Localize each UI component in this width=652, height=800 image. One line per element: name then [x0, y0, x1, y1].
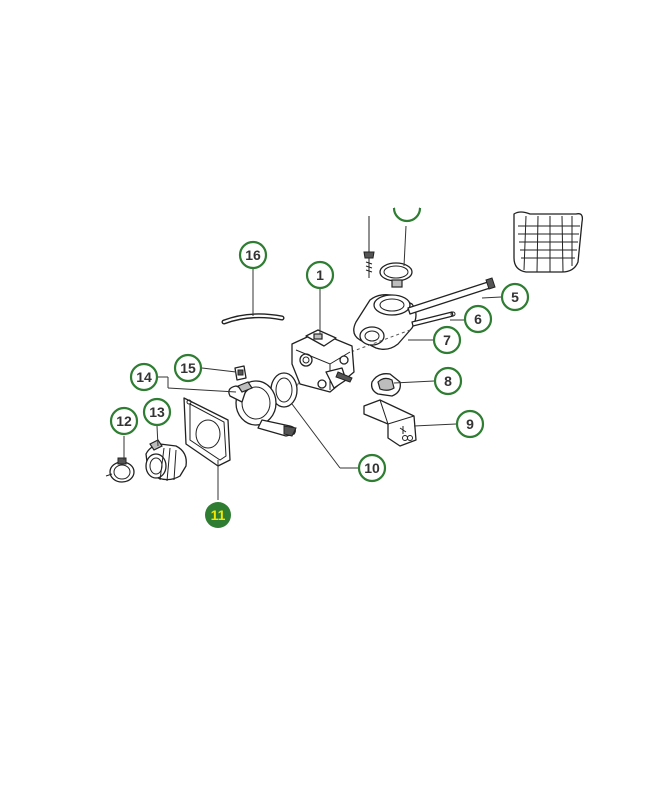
callout-16[interactable]: 16	[238, 240, 268, 270]
callout-15[interactable]: 15	[173, 353, 203, 383]
bracket-drawing	[228, 380, 297, 437]
callout-9[interactable]: 9	[455, 409, 485, 439]
air-filter-drawing	[513, 211, 584, 273]
callout-6-label: 6	[474, 311, 482, 327]
long-bolt-drawing	[407, 277, 496, 315]
callout-6[interactable]: 6	[463, 304, 493, 334]
callout-14[interactable]: 14	[129, 362, 159, 392]
callout-partial-top	[392, 207, 422, 223]
callout-8[interactable]: 8	[433, 366, 463, 396]
callout-1-label: 1	[316, 267, 324, 283]
callout-12-label: 13	[149, 404, 165, 420]
callout-5-label: 5	[511, 289, 519, 305]
carburetor-drawing	[291, 329, 355, 393]
clamp-and-screw-drawing	[363, 216, 413, 288]
callout-10[interactable]: 10	[357, 453, 387, 483]
pin-drawing	[411, 311, 456, 327]
gasket-ring-drawing	[270, 372, 298, 408]
adapter-plate-drawing	[183, 397, 231, 467]
callout-13-highlighted[interactable]: 11	[205, 502, 231, 528]
callout-12[interactable]: 13	[142, 397, 172, 427]
callout-15-label: 15	[180, 360, 196, 376]
clip-drawing	[234, 365, 247, 381]
callout-8-label: 8	[444, 373, 452, 389]
fuel-hose-drawing	[221, 313, 285, 325]
callout-7[interactable]: 7	[432, 325, 462, 355]
choke-knob-drawing	[370, 373, 401, 397]
hose-clamp-drawing	[105, 457, 135, 483]
callout-10-label: 10	[364, 460, 380, 476]
callout-11-label: 12	[116, 413, 132, 429]
callout-11[interactable]: 12	[109, 406, 139, 436]
callout-7-label: 7	[443, 332, 451, 348]
callout-16-label: 16	[245, 247, 261, 263]
callout-5[interactable]: 5	[500, 282, 530, 312]
intake-boot-drawing	[145, 439, 187, 482]
callout-13-label: 11	[211, 507, 226, 523]
callout-1[interactable]: 1	[305, 260, 335, 290]
callout-14-label: 14	[136, 369, 152, 385]
callout-9-label: 9	[466, 416, 474, 432]
leader-lines	[123, 225, 502, 500]
intake-elbow-drawing	[353, 294, 417, 350]
throttle-latch-drawing	[363, 399, 417, 447]
